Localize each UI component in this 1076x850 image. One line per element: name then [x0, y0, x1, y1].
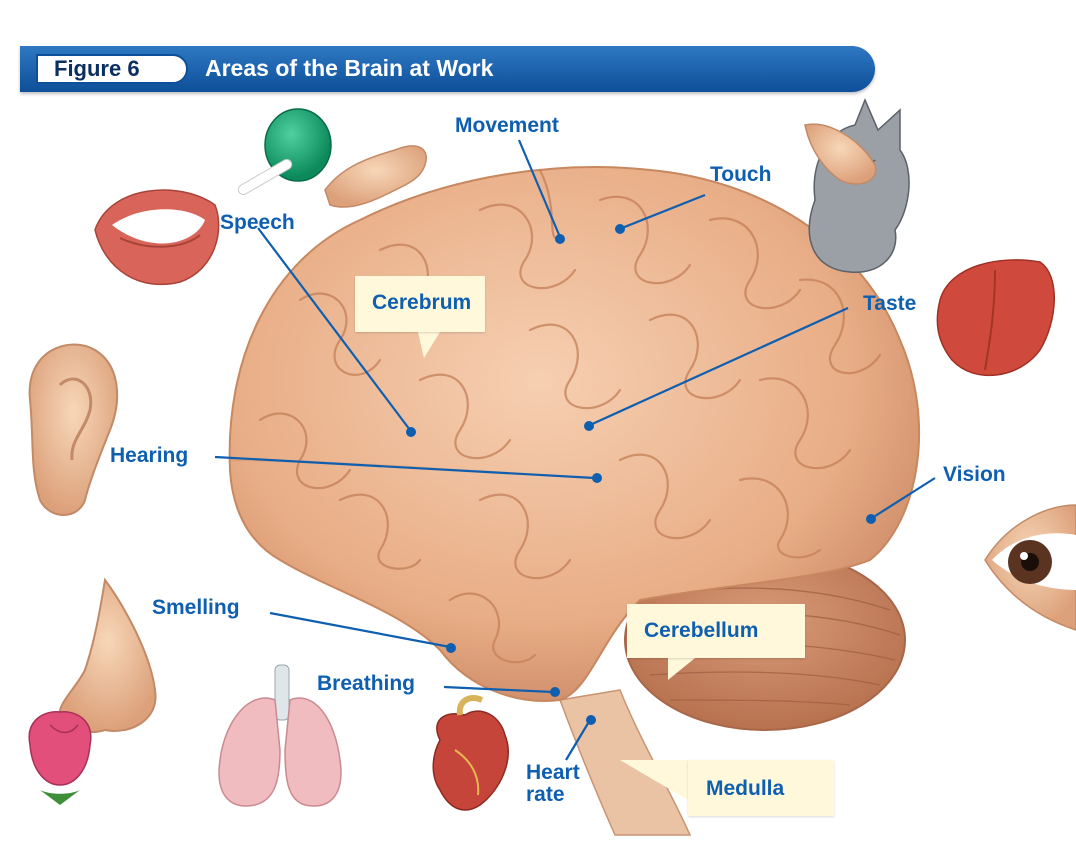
heart-rate-line-2: rate — [526, 784, 580, 806]
hearing-label: Hearing — [110, 444, 188, 468]
cerebellum-callout: Cerebellum — [627, 604, 805, 658]
taste-label: Taste — [863, 292, 916, 316]
breathing-label: Breathing — [317, 672, 415, 696]
eye-icon — [985, 505, 1076, 630]
tongue-icon — [937, 260, 1054, 375]
medulla-label: Medulla — [706, 777, 784, 801]
medulla-callout: Medulla — [688, 760, 834, 816]
movement-label: Movement — [455, 114, 559, 138]
mouth-icon — [95, 190, 219, 284]
nose-icon — [59, 580, 155, 732]
heart-icon — [433, 698, 508, 810]
tennis-racket-icon — [237, 109, 331, 196]
cerebellum-label: Cerebellum — [644, 619, 758, 643]
cerebrum-label: Cerebrum — [372, 291, 471, 315]
heart-rate-line-1: Heart — [526, 762, 580, 784]
rose-icon — [29, 712, 91, 805]
smelling-label: Smelling — [152, 596, 240, 620]
touch-label: Touch — [710, 163, 771, 187]
cerebrum-callout: Cerebrum — [355, 276, 485, 332]
heart-rate-label: Heart rate — [526, 762, 580, 806]
ear-icon — [30, 344, 118, 515]
vision-label: Vision — [943, 463, 1006, 487]
speech-label: Speech — [220, 211, 295, 235]
